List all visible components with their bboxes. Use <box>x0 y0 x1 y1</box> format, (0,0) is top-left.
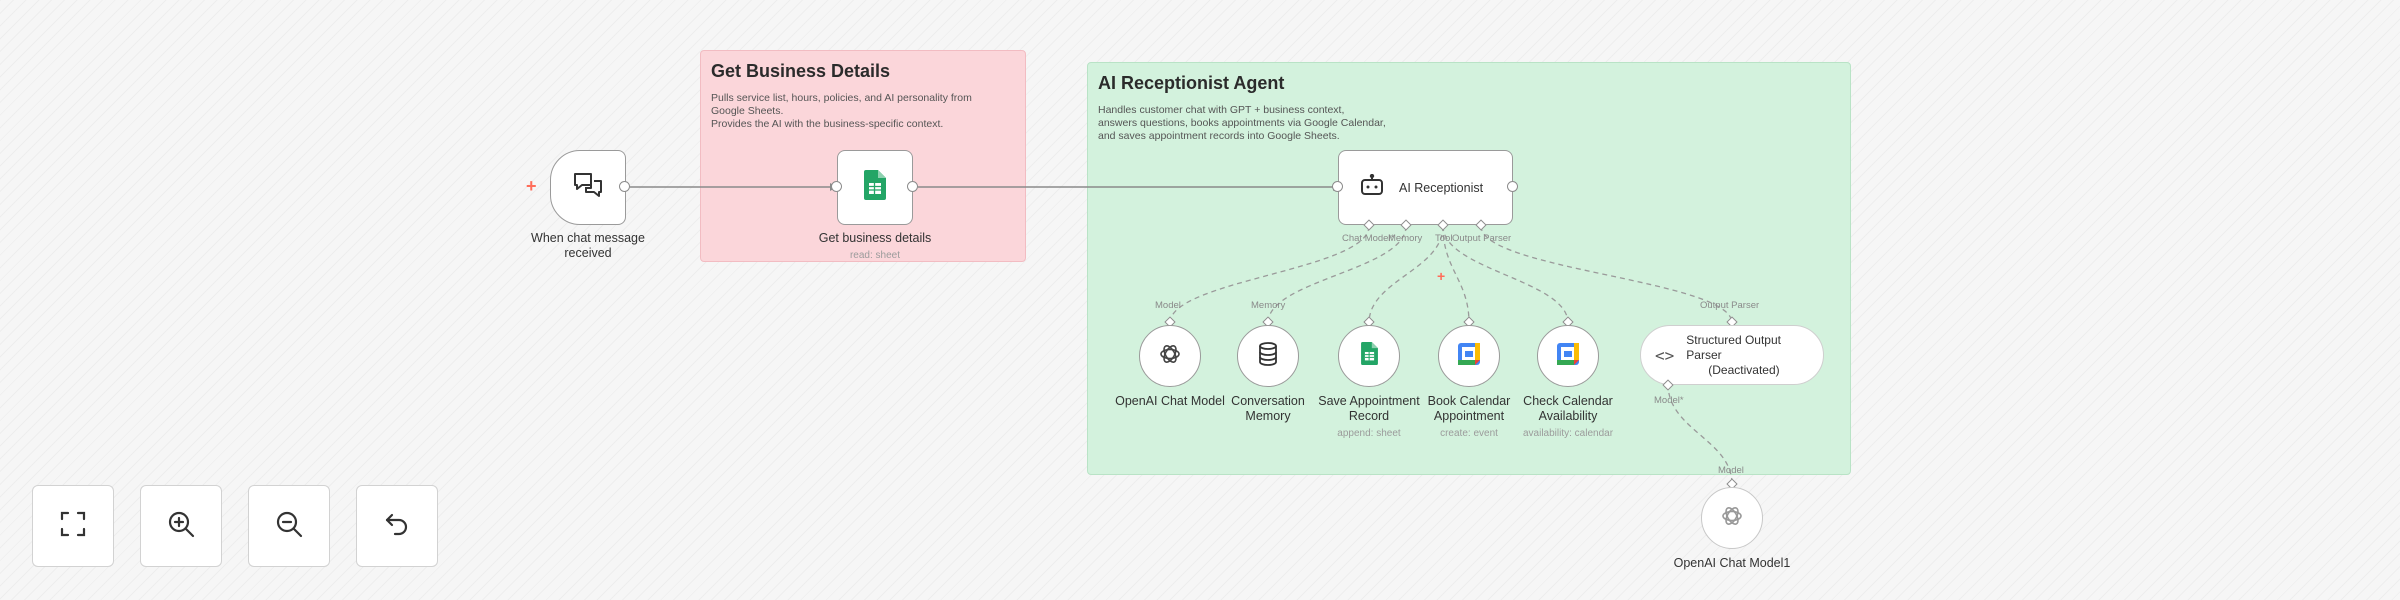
google-sheets-icon <box>1360 342 1378 370</box>
add-node-plus-icon[interactable]: + <box>526 176 537 196</box>
port-label-output-parser: Output Parser <box>1452 233 1512 244</box>
node-openai-chat-model[interactable] <box>1139 325 1201 387</box>
zoom-in-button[interactable] <box>140 485 222 567</box>
node-subtitle: create: event <box>1440 428 1498 439</box>
port-label-memory: Memory <box>1388 233 1423 244</box>
node-label-group: Structured Output Parser (Deactivated) <box>1686 333 1796 378</box>
sticky-body: Pulls service list, hours, policies, and… <box>711 92 972 130</box>
add-tool-plus-icon[interactable]: + <box>1437 268 1446 284</box>
port-label-model: Model <box>1155 300 1181 311</box>
code-brackets-icon: <> <box>1655 345 1675 365</box>
node-label: Conversation Memory <box>1231 394 1305 423</box>
sheets-output-handle[interactable] <box>907 181 918 192</box>
node-subtitle: read: sheet <box>849 250 901 261</box>
node-label: Check Calendar Availability <box>1523 394 1613 423</box>
node-status: (Deactivated) <box>1708 362 1780 377</box>
node-save-appointment-record[interactable] <box>1338 325 1400 387</box>
connection-agent-openai <box>1169 225 1370 324</box>
port-label-chat-model: Chat Model* <box>1342 233 1395 244</box>
node-label: Structured Output Parser <box>1686 332 1781 362</box>
connection-agent-parser <box>1480 225 1733 324</box>
undo-icon <box>383 510 411 543</box>
node-label: OpenAI Chat Model <box>1115 394 1225 408</box>
port-label-parser-model: Model* <box>1654 395 1684 406</box>
database-icon <box>1258 341 1278 371</box>
node-chat-trigger[interactable] <box>550 150 626 225</box>
node-check-calendar-availability[interactable] <box>1537 325 1599 387</box>
connection-agent-book <box>1442 225 1470 324</box>
google-sheets-icon <box>864 170 886 205</box>
sheets-input-handle[interactable] <box>831 181 842 192</box>
robot-icon <box>1359 173 1385 201</box>
sticky-title: Get Business Details <box>711 61 891 81</box>
sticky-title: AI Receptionist Agent <box>1098 73 1285 93</box>
node-label: When chat message received <box>531 231 645 260</box>
connection-agent-check <box>1442 225 1569 324</box>
agent-input-handle[interactable] <box>1332 181 1343 192</box>
node-structured-output-parser[interactable]: <> Structured Output Parser (Deactivated… <box>1640 325 1824 385</box>
node-label: OpenAI Chat Model1 <box>1673 556 1791 570</box>
chat-bubbles-icon <box>572 170 604 205</box>
port-label-tool: Tool <box>1435 233 1453 244</box>
node-label: Get business details <box>818 231 932 245</box>
node-label: AI Receptionist <box>1399 180 1484 195</box>
reset-button[interactable] <box>356 485 438 567</box>
openai-icon <box>1720 504 1744 533</box>
trigger-output-handle[interactable] <box>619 181 630 192</box>
zoom-out-icon <box>274 509 304 544</box>
node-get-business-details[interactable] <box>837 150 913 225</box>
sticky-body: Handles customer chat with GPT + busines… <box>1098 104 1386 142</box>
sticky-note-business-details[interactable]: Get Business Details Pulls service list,… <box>700 50 1026 262</box>
node-label: Save Appointment Record <box>1318 394 1420 423</box>
google-calendar-icon <box>1557 342 1579 370</box>
connection-agent-save <box>1368 225 1444 324</box>
node-ai-receptionist[interactable]: AI Receptionist <box>1338 150 1513 225</box>
port-label-model1: Model <box>1718 465 1744 476</box>
connection-parser-model1 <box>1667 383 1733 485</box>
port-label-parser-in: Output Parser <box>1700 300 1760 311</box>
node-book-calendar-appointment[interactable] <box>1438 325 1500 387</box>
port-label-memory-in: Memory <box>1251 300 1286 311</box>
node-conversation-memory[interactable] <box>1237 325 1299 387</box>
zoom-out-button[interactable] <box>248 485 330 567</box>
fullscreen-icon <box>59 510 87 543</box>
google-calendar-icon <box>1458 342 1480 370</box>
sticky-note-ai-receptionist[interactable]: AI Receptionist Agent Handles customer c… <box>1087 62 1851 475</box>
node-openai-chat-model1[interactable] <box>1701 487 1763 549</box>
zoom-in-icon <box>166 509 196 544</box>
node-subtitle: availability: calendar <box>1522 428 1614 439</box>
agent-output-handle[interactable] <box>1507 181 1518 192</box>
fit-view-button[interactable] <box>32 485 114 567</box>
node-subtitle: append: sheet <box>1337 428 1401 439</box>
openai-icon <box>1158 342 1182 371</box>
node-label: Book Calendar Appointment <box>1427 394 1511 423</box>
